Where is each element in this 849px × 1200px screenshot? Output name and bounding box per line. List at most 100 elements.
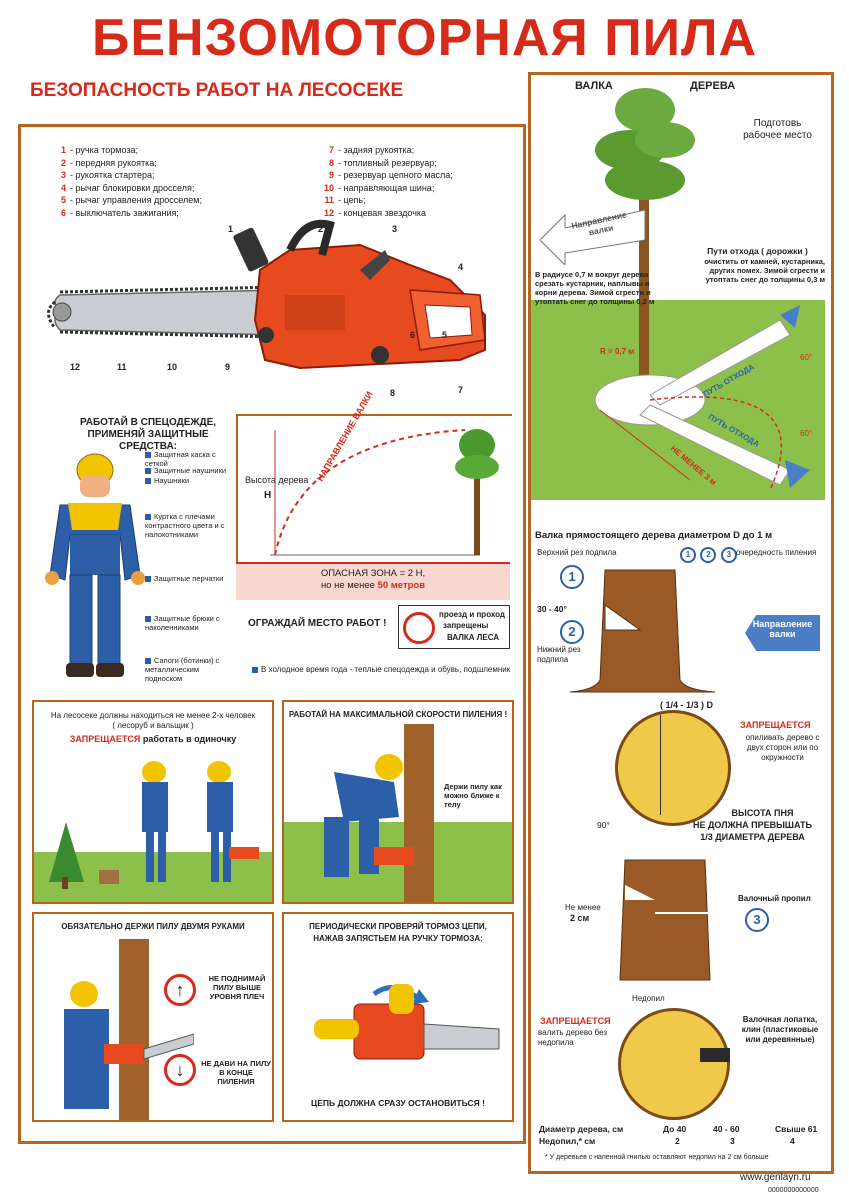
- ppe-list: Защитная каска с сеткой Защитные наушник…: [145, 450, 235, 690]
- felling-tree: [595, 88, 695, 410]
- ppe-item-jacket: Куртка с плечами контрастного цвета и с …: [145, 512, 225, 539]
- poster-title: БЕНЗОМОТОРНАЯ ПИЛА: [91, 9, 758, 67]
- hands-tree: [119, 939, 149, 1120]
- ppe-heading: РАБОТАЙ В СПЕЦОДЕЖДЕ, ПРИМЕНЯЙ ЗАЩИТНЫЕ …: [79, 417, 217, 452]
- alone-text1: На лесосеке должны находиться не менее 2…: [50, 711, 256, 720]
- angle-60-1: 60°: [800, 353, 813, 362]
- table-u2: 3: [730, 1136, 735, 1146]
- stump-rule-3: 1/3 ДИАМЕТРА ДЕРЕВА: [700, 832, 805, 842]
- part-label: - рычаг управления дросселем;: [70, 195, 202, 205]
- callout-12: 12: [70, 362, 81, 372]
- callout-10: 10: [167, 362, 178, 372]
- alone-illustration: [49, 761, 259, 889]
- table-row1-label: Диаметр дерева, см: [539, 1124, 624, 1134]
- part-label: - направляющая шина;: [338, 182, 435, 193]
- part-label: - топливный резервуар;: [338, 157, 437, 168]
- speed-heading: РАБОТАЙ НА МАКСИМАЛЬНОЙ СКОРОСТИ ПИЛЕНИЯ…: [288, 710, 508, 719]
- hands-heading: ОБЯЗАТЕЛЬНО ДЕРЖИ ПИЛУ ДВУМЯ РУКАМИ: [61, 922, 245, 931]
- part-number: 7: [328, 145, 334, 155]
- hands-down-text: НЕ ДАВИ НА ПИЛУ В КОНЦЕ ПИЛЕНИЯ: [201, 1059, 271, 1086]
- radius-text: В радиусе 0,7 м вокруг дерева срезать ку…: [535, 270, 655, 306]
- danger-zone-line1: ОПАСНАЯ ЗОНА = 2 Н,: [320, 568, 426, 579]
- part-2: 2- передняя рукоятка;: [50, 157, 280, 170]
- min-label: Не менее: [565, 903, 601, 912]
- panel-hands: ОБЯЗАТЕЛЬНО ДЕРЖИ ПИЛУ ДВУМЯ РУКАМИ ↑ НЕ…: [32, 912, 274, 1122]
- stump-line: [660, 715, 661, 815]
- seq-2: 2: [560, 620, 584, 644]
- stump-bottom-view: [618, 1008, 730, 1120]
- fraction-label: ( 1/4 - 1/3 ) D: [660, 700, 714, 710]
- brake-heading1: ПЕРИОДИЧЕСКИ ПРОВЕРЯЙ ТОРМОЗ ЦЕПИ,: [309, 922, 487, 931]
- alone-text2: ( лесоруб и вальщик ): [112, 721, 194, 730]
- ppe-item-helmet: Защитная каска с сеткой: [145, 450, 216, 468]
- panel-alone: На лесосеке должны находиться не менее 2…: [32, 700, 274, 904]
- part-11: 11- цепь;: [318, 194, 518, 207]
- speed-tree: [404, 724, 434, 902]
- part-10: 10- направляющая шина;: [318, 182, 518, 195]
- winter-note: В холодное время года - теплые спецодежд…: [252, 664, 510, 675]
- callout-5: 5: [442, 330, 448, 340]
- part-label: - выключатель зажигания;: [70, 207, 179, 218]
- part-12: 12 - концевая звездочка: [318, 207, 518, 220]
- undercut-label: Недопил: [632, 994, 665, 1003]
- callout-8: 8: [390, 388, 396, 398]
- callout-3: 3: [392, 224, 398, 234]
- brake-illustration: [314, 984, 500, 1060]
- footer-site: www.genlayn.ru: [740, 1172, 811, 1183]
- callout-11: 11: [117, 362, 127, 372]
- table-d2: 40 - 60: [713, 1124, 740, 1134]
- angle-label: 30 - 40°: [537, 604, 567, 614]
- paths-title: Пути отхода ( дорожки ): [707, 246, 808, 256]
- straight-direction: Направление валки: [745, 615, 820, 651]
- part-6: 6- выключатель зажигания;: [50, 207, 280, 220]
- parts-legend-left: 1- ручка тормоза;2- передняя рукоятка;3-…: [50, 144, 280, 219]
- no-entry-icon: [403, 612, 435, 644]
- callout-9: 9: [225, 362, 231, 372]
- callout-6: 6: [410, 330, 416, 340]
- table-d3: Свыше 61: [775, 1124, 818, 1134]
- trunk-notch: [569, 569, 716, 693]
- danger-zone-panel: [236, 414, 512, 566]
- part-number: 8: [328, 157, 334, 168]
- part-label: - концевая звездочка: [338, 207, 427, 218]
- danger-zone-box: [236, 562, 510, 600]
- straight-heading: Валка прямостоящего дерева диаметром D д…: [535, 530, 773, 541]
- chainsaw-illustration: [47, 219, 486, 370]
- part-label: - цепь;: [338, 195, 366, 205]
- wedge-icon: [700, 1048, 730, 1062]
- part-number: 9: [328, 170, 334, 180]
- stump-rule-1: ВЫСОТА ПНЯ: [731, 808, 794, 818]
- forbidden-label: ЗАПРЕЩАЕТСЯ: [740, 720, 811, 730]
- table-u1: 2: [675, 1136, 680, 1146]
- ppe-item-gloves: Защитные перчатки: [145, 574, 223, 583]
- down-arrow-icon: ↓: [164, 1054, 196, 1086]
- forbidden2-label: ЗАПРЕЩАЕТСЯ: [540, 1016, 611, 1026]
- up-arrow-icon: ↑: [164, 974, 196, 1006]
- wedge-label: Валочная лопатка, клин (пластиковые или …: [741, 1015, 819, 1044]
- alone-forbidden: ЗАПРЕЩАЕТСЯ работать в одиночку: [69, 734, 237, 744]
- min-value: 2 см: [570, 913, 590, 923]
- part-7: 7- задняя рукоятка;: [318, 144, 518, 157]
- ppe-item-earmuffs: Наушники: [145, 476, 189, 485]
- part-3: 3- рукоятка стартера;: [50, 169, 280, 182]
- callout-4: 4: [458, 262, 464, 272]
- part-number: 2: [60, 157, 66, 168]
- part-number: 12: [323, 207, 334, 218]
- forbidden-text: опиливать дерево с двух сторон или по ок…: [745, 733, 820, 762]
- seq-3: 3: [745, 908, 769, 932]
- hands-worker: [64, 981, 194, 1109]
- trunk-cut: [619, 859, 720, 981]
- ppe-item-mesh: Защитные наушники: [145, 466, 226, 475]
- callout-1: 1: [228, 224, 234, 234]
- poster-subtitle: БЕЗОПАСНОСТЬ РАБОТ НА ЛЕСОСЕКЕ: [30, 80, 404, 101]
- table-d1: До 40: [663, 1124, 687, 1134]
- panel-speed: РАБОТАЙ НА МАКСИМАЛЬНОЙ СКОРОСТИ ПИЛЕНИЯ…: [282, 700, 514, 904]
- part-label: - рукоятка стартера;: [70, 170, 155, 180]
- felling-title-right: ДЕРЕВА: [690, 80, 736, 92]
- part-number: 4: [60, 182, 66, 193]
- paths-text: очистить от камней, кустарника, других п…: [704, 257, 825, 284]
- callout-2: 2: [318, 224, 324, 234]
- angle-90: 90°: [597, 820, 610, 830]
- part-number: 5: [60, 195, 66, 205]
- part-1: 1- ручка тормоза;: [50, 144, 280, 157]
